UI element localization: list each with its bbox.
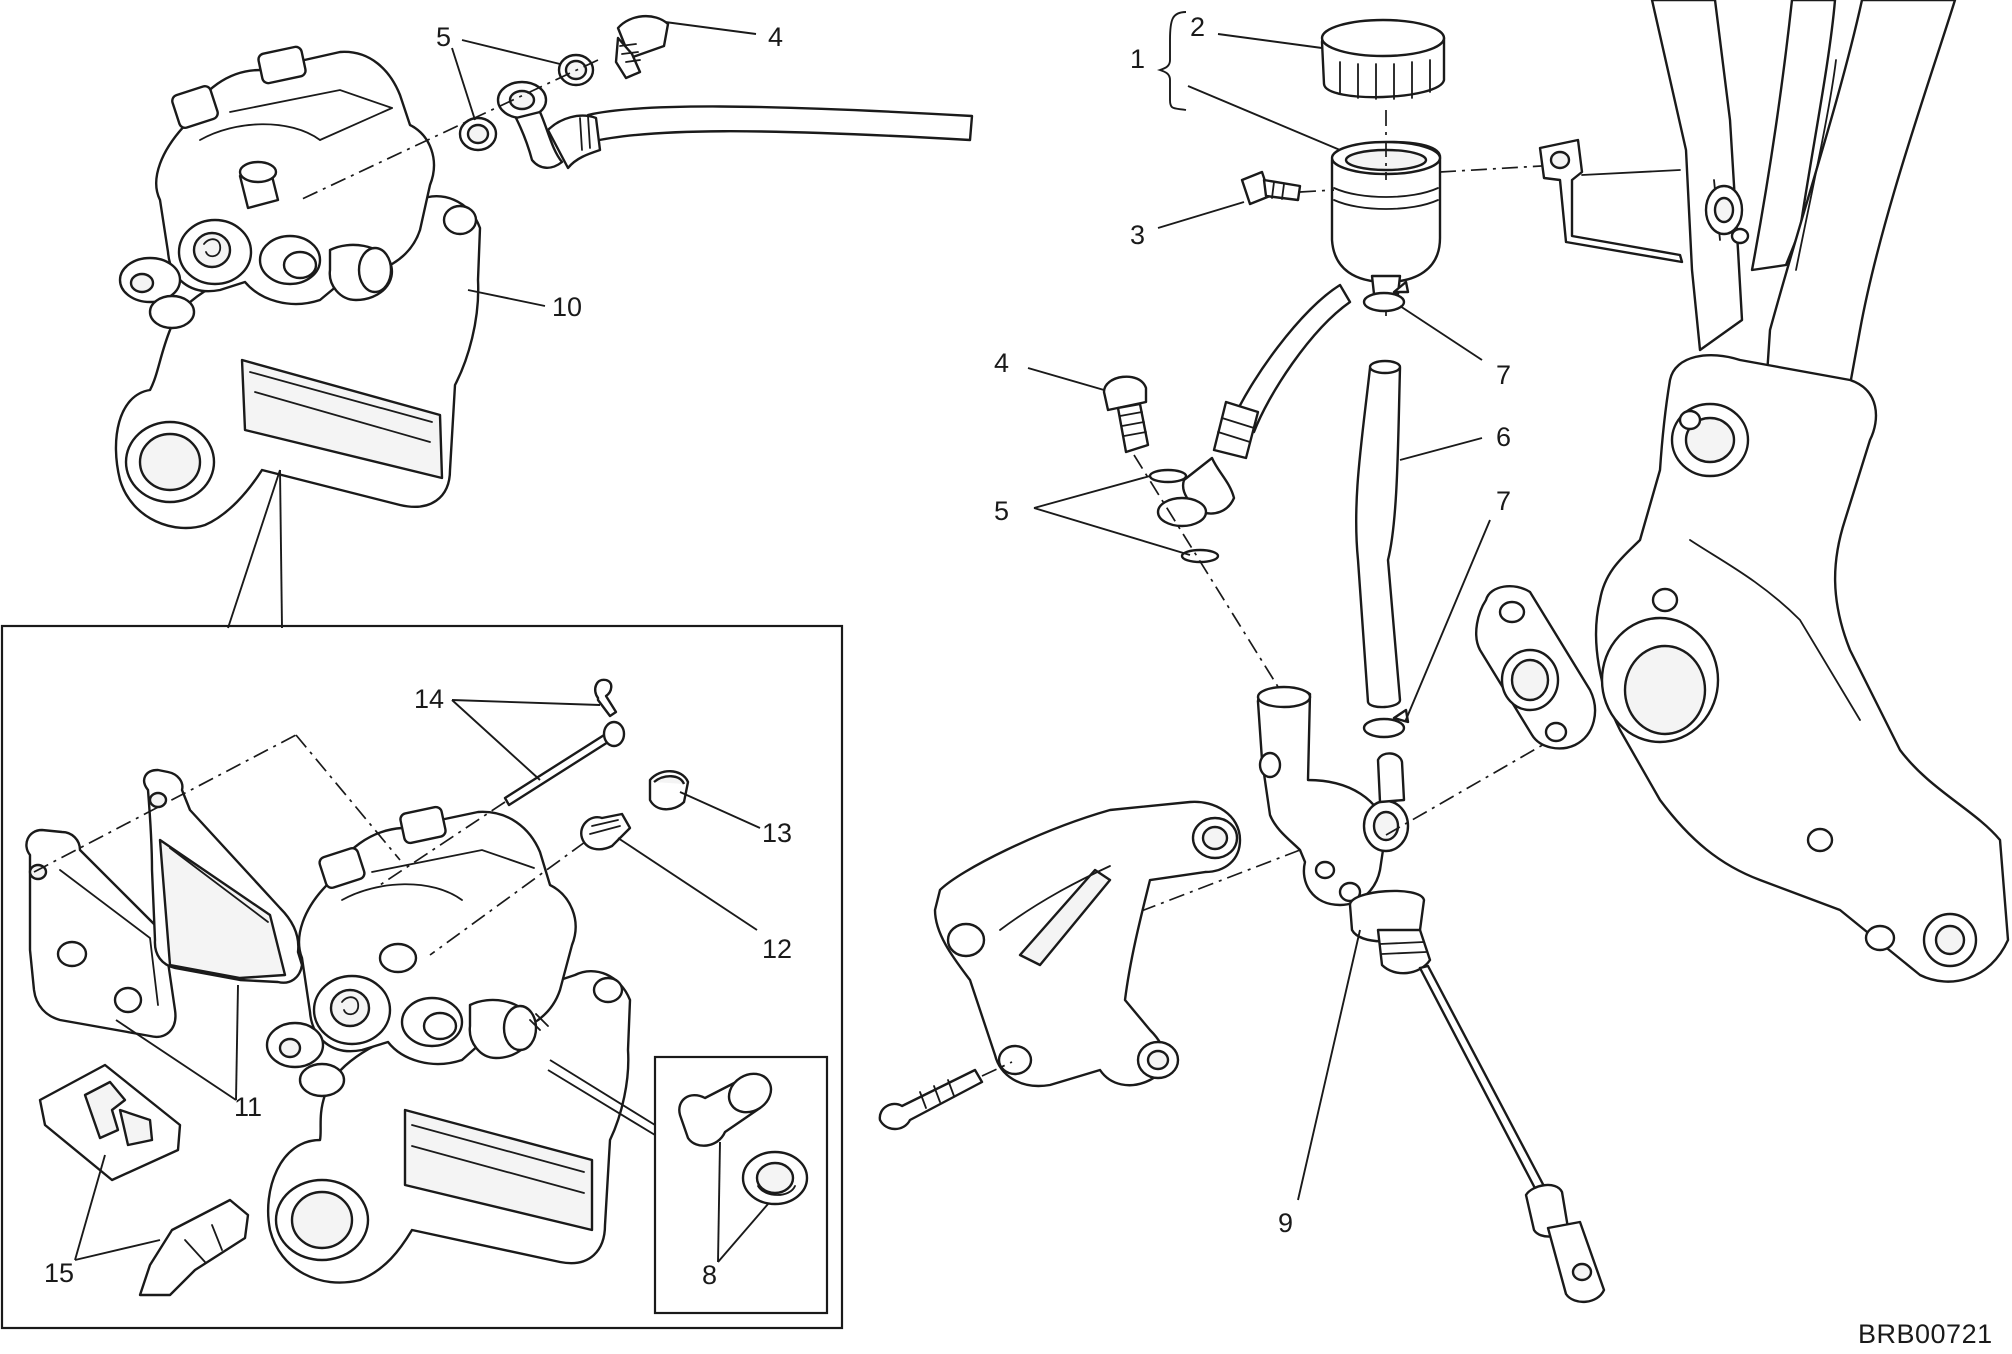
callout-15: 15: [44, 1258, 74, 1288]
callout-7-lower: 7: [1496, 486, 1511, 516]
motorcycle-frame-section: [1594, 0, 2010, 983]
callout-11: 11: [234, 1092, 262, 1122]
callout-10: 10: [552, 292, 582, 322]
reservoir-mounting-screw: [1240, 170, 1335, 206]
brake-pads: [25, 734, 401, 1039]
heel-guard-bracket: [933, 800, 1242, 1088]
callout-2: 2: [1190, 12, 1205, 42]
callout-5-middle: 5: [994, 496, 1009, 526]
detail-inset-frame: [0, 624, 844, 1330]
brake-fluid-reservoir: [1330, 110, 1559, 320]
callout-4-upper: 4: [768, 22, 783, 52]
leader-lines: [74, 11, 1491, 1263]
master-cylinder-brake-hose: [1102, 283, 1352, 691]
rear-master-cylinder: [1039, 685, 1561, 975]
callout-5-upper: 5: [436, 22, 451, 52]
callout-7-upper: 7: [1496, 360, 1511, 390]
reservoir-feed-hose: [1354, 359, 1402, 709]
callout-4-middle: 4: [994, 348, 1009, 378]
pad-spring-clips: [38, 1063, 250, 1297]
callout-13: 13: [762, 818, 792, 848]
callout-1: 1: [1130, 44, 1145, 74]
caliper-brake-hose: [299, 15, 974, 201]
callout-12: 12: [762, 934, 792, 964]
reservoir-bracket: [1538, 138, 1684, 264]
brake-caliper-assembly: [114, 45, 482, 530]
heel-guard-bolt: [878, 1061, 1013, 1131]
callout-6: 6: [1496, 422, 1511, 452]
drawing-code: BRB00721: [1858, 1319, 1993, 1349]
callout-9: 9: [1278, 1208, 1293, 1238]
piston-sub-inset-frame: [653, 1055, 829, 1315]
reservoir-cap: [1320, 18, 1446, 100]
inset-caliper: [265, 805, 632, 1284]
callout-labels: 5 4 10 1 2 3 4 5 7 6 7 9 14 13 12 11 15 …: [44, 12, 1511, 1290]
piston-and-seal: [678, 1072, 809, 1206]
hose-clamp-lower: [1362, 708, 1410, 739]
master-cylinder-push-rod: [1418, 964, 1606, 1303]
pad-pin-and-clip: [379, 678, 626, 886]
inset-pointer: [227, 469, 281, 629]
callout-3: 3: [1130, 220, 1145, 250]
hose-clamp-upper: [1362, 280, 1410, 313]
callout-8: 8: [702, 1260, 717, 1290]
bleeder-valve-and-cap: [429, 770, 690, 956]
callout-14: 14: [414, 684, 444, 714]
mounting-plate: [1475, 584, 1597, 750]
